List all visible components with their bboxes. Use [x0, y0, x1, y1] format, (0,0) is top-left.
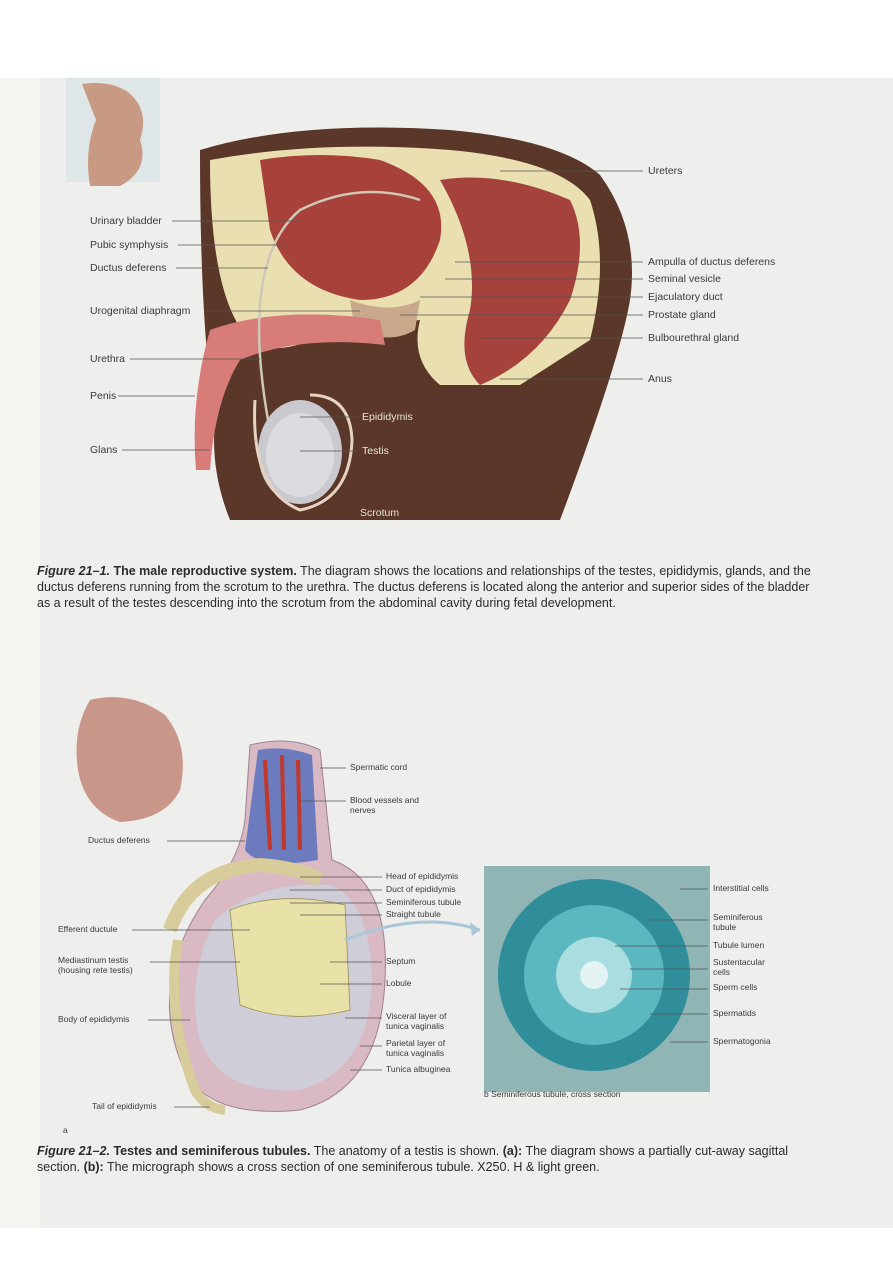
figure2-b-text: The micrograph shows a cross section of …: [106, 1160, 600, 1174]
label-urinary-bladder: Urinary bladder: [90, 215, 162, 227]
label-urogenital-diaphragm: Urogenital diaphragm: [90, 305, 191, 317]
label-ureters: Ureters: [648, 165, 683, 177]
figure1-text: The diagram shows the locations and rela…: [37, 564, 811, 610]
label-urethra: Urethra: [90, 353, 126, 365]
figure2-a-text: The diagram shows a partially cut-away s…: [37, 1144, 789, 1174]
label-prostate-gland: Prostate gland: [648, 309, 716, 321]
figure2-caption: Figure 21–2. Testes and seminiferous tub…: [37, 1143, 817, 1175]
label-spermatic-cord: Spermatic cord: [350, 762, 408, 772]
label-head-of-epididymis: Head of epididymis: [386, 871, 459, 881]
label-duct-of-epididymis: Duct of epididymis: [386, 884, 456, 894]
bladder-shape: [260, 155, 442, 300]
label-body-of-epididymis: Body of epididymis: [58, 1014, 130, 1024]
label-anus: Anus: [648, 373, 672, 385]
label-testis: Testis: [362, 445, 389, 457]
label-efferent-ductule: Efferent ductule: [58, 924, 118, 934]
label-tunica-albuginea: Tunica albuginea: [386, 1064, 451, 1074]
label-lobule: Lobule: [386, 978, 412, 988]
label-spermatids: Spermatids: [713, 1008, 756, 1018]
figure1-number: Figure 21–1.: [37, 564, 110, 578]
urethra-penis-shape: [194, 314, 385, 470]
label-seminal-vesicle: Seminal vesicle: [648, 273, 721, 285]
rectum-shape: [440, 177, 580, 385]
label-ampulla: Ampulla of ductus deferens: [648, 256, 776, 268]
fig2-thumbnail: [76, 697, 183, 822]
label-mediastinum-testis: Mediastinum testis (housing rete testis): [58, 955, 133, 975]
fig2-leader-lines: [132, 767, 708, 1108]
figure2-title: Testes and seminiferous tubules.: [113, 1144, 311, 1158]
label-seminiferous-tubule: Seminiferous tubule: [386, 897, 462, 907]
label-spermatogonia: Spermatogonia: [713, 1036, 771, 1046]
fig1-leader-lines: [118, 170, 643, 452]
label-ductus-deferens-2: Ductus deferens: [88, 835, 150, 845]
magnify-arrow: [344, 920, 481, 942]
figure2-text1: The anatomy of a testis is shown.: [313, 1144, 500, 1158]
label-ejaculatory-duct: Ejaculatory duct: [648, 291, 723, 303]
label-blood-vessels: Blood vessels and nerves: [350, 795, 419, 815]
panel-a-label: a: [63, 1125, 68, 1135]
panel-b-label: b Seminiferous tubule, cross section: [484, 1089, 621, 1099]
label-micro-seminiferous-tubule: Seminiferous tubule: [713, 912, 763, 932]
label-glans: Glans: [90, 444, 118, 456]
label-pubic-symphysis: Pubic symphysis: [90, 239, 169, 251]
label-visceral-layer: Visceral layer of tunica vaginalis: [386, 1011, 447, 1031]
figure1-title: The male reproductive system.: [113, 564, 297, 578]
figure1-caption: Figure 21–1. The male reproductive syste…: [37, 563, 817, 611]
label-tubule-lumen: Tubule lumen: [713, 940, 765, 950]
label-penis: Penis: [90, 390, 117, 402]
label-epididymis: Epididymis: [362, 411, 413, 423]
page-edge: [0, 78, 40, 1228]
label-ductus-deferens: Ductus deferens: [90, 262, 167, 274]
label-scrotum: Scrotum: [360, 507, 400, 519]
label-septum: Septum: [386, 956, 416, 966]
figure2-a-label: (a):: [502, 1144, 523, 1158]
label-parietal-layer: Parietal layer of tunica vaginalis: [386, 1038, 446, 1058]
label-interstitial-cells: Interstitial cells: [713, 883, 769, 893]
label-tail-of-epididymis: Tail of epididymis: [92, 1101, 157, 1111]
figure2-number: Figure 21–2.: [37, 1144, 110, 1158]
label-straight-tubule: Straight tubule: [386, 909, 441, 919]
label-sperm-cells: Sperm cells: [713, 982, 758, 992]
label-bulbourethral-gland: Bulbourethral gland: [648, 332, 740, 344]
lobules: [229, 898, 351, 1017]
figure2-b-label: (b):: [83, 1160, 104, 1174]
label-sustentacular-cells: Sustentacular cells: [713, 957, 765, 977]
